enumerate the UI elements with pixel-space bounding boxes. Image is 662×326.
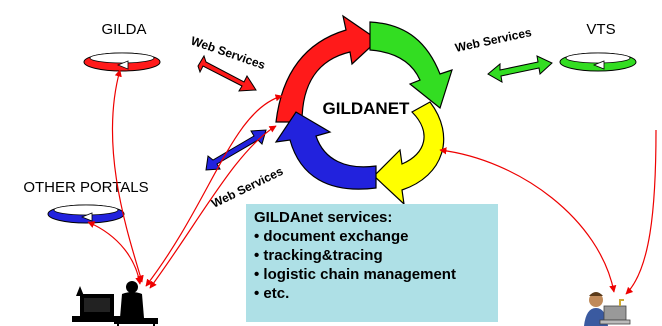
vts-to-operator-line xyxy=(625,129,657,295)
service-item: document exchange xyxy=(254,227,490,246)
gildanet-to-user-line-2 xyxy=(149,125,277,289)
center-label: GILDANET xyxy=(323,99,411,118)
laptop-operator-icon xyxy=(584,292,631,326)
service-item: logistic chain management xyxy=(254,265,490,284)
service-item: etc. xyxy=(254,284,490,303)
services-box: GILDAnet services: document exchange tra… xyxy=(246,204,498,322)
gilda-cycle-arrowhead xyxy=(116,60,129,70)
vts-ws-label: Web Services xyxy=(454,25,533,55)
gilda-label: GILDA xyxy=(101,21,146,38)
vts-web-services-link: Web Services xyxy=(454,25,553,83)
other-portals-label: OTHER PORTALS xyxy=(23,179,148,196)
vts-node: VTS xyxy=(559,21,637,72)
cycle-green-arc xyxy=(369,21,453,110)
other-portals-node: OTHER PORTALS xyxy=(23,179,149,224)
gilda-web-services-link: Web Services xyxy=(189,34,267,92)
gildanet-cycle: GILDANET xyxy=(274,14,453,206)
portals-web-services-link: Web Services xyxy=(205,129,286,211)
gildanet-to-operator-line xyxy=(439,147,617,293)
service-item: tracking&tracing xyxy=(254,246,490,265)
cycle-blue-arc xyxy=(274,111,377,190)
gilda-ws-arrow xyxy=(197,54,257,92)
user-connectors xyxy=(87,69,657,295)
other-portals-cycle-arrowhead xyxy=(80,212,93,222)
vts-cycle-arrowhead xyxy=(592,60,605,70)
services-list: document exchange tracking&tracing logis… xyxy=(254,227,490,303)
portals-to-user-line xyxy=(87,221,143,285)
vts-ws-arrow xyxy=(487,55,553,83)
gilda-node: GILDA xyxy=(83,21,161,72)
services-title: GILDAnet services: xyxy=(254,209,393,226)
workstation-user-icon xyxy=(72,281,158,326)
gilda-to-user-line xyxy=(111,69,144,283)
vts-label: VTS xyxy=(586,21,615,38)
